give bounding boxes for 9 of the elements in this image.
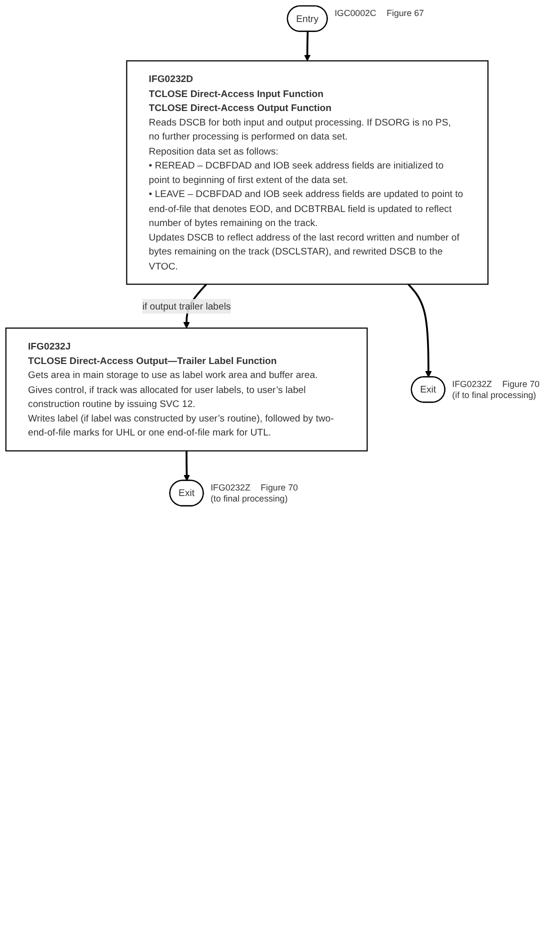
arrow bbox=[408, 284, 432, 378]
edge-label: if output trailer labels bbox=[142, 300, 231, 312]
arrow bbox=[184, 450, 190, 482]
node-note: IFG0232Z Figure 70 (if to final processing) bbox=[452, 379, 540, 400]
arrow bbox=[304, 32, 311, 62]
node-box: IFG0232D TCLOSE Direct-Access Input Function TCLOSE Direct-Access Output Function Reads DSCB for both input and output processing. If DSORG is no PS, no further processing is performed on data set. Reposition data set as follows: • REREAD – DCBFDAD and IOB seek address fields are initialized to point to beginning of first extent of the data set. • LEAVE – DCBFDAD and IOB seek address fields are updated to point to end-of-file that denotes EOD, and DCBTRBAL field is updated to reflect number of bytes remaining on the track. Updates DSCB to reflect address of the last record written and number of bytes remaining on the track (DSCLSTAR), and rewrited DSCB to the VTOC. bbox=[126, 60, 489, 285]
node-note: IFG0232Z Figure 70 (to final processing) bbox=[210, 482, 298, 504]
node-box: IFG0232J TCLOSE Direct-Access Output—Trailer Label Function Gets area in main storage to use as label work area and buffer area. Gives control, if track was allocated for user labels, to user’s label construction routine by issuing SVC 12. Writes label (if label was constructed by user’s routine), followed by two-end-of-file marks for UHL or one end-of-file mark for UTL. bbox=[5, 328, 368, 452]
node-note: IGC0002C Figure 67 bbox=[334, 8, 424, 18]
